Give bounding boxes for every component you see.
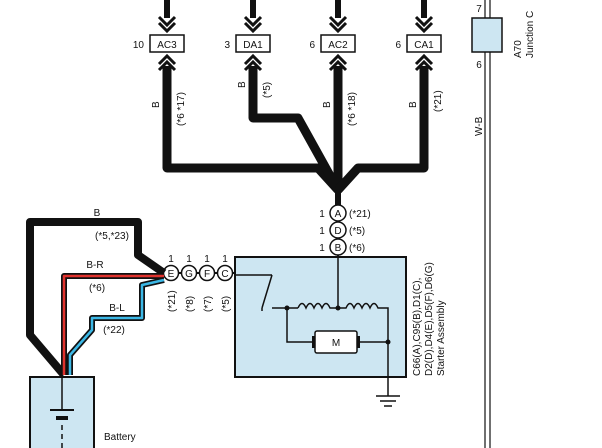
wire-note-label: (*6 *18) xyxy=(347,92,358,126)
connector-ca1: 6 CA1 xyxy=(395,34,442,53)
wire-b-l xyxy=(68,278,165,375)
upper-harness xyxy=(157,0,434,205)
pin-d: D 1 (*5) xyxy=(319,221,365,239)
junction-name: Junction C xyxy=(525,11,536,58)
pin-a: A 1 (*21) xyxy=(319,204,371,222)
svg-text:C: C xyxy=(221,269,228,280)
starter-top-pins: A 1 (*21) D 1 (*5) B 1 (*6) xyxy=(319,204,371,257)
pin-number: 6 xyxy=(395,40,401,51)
wire-color-label: B xyxy=(151,101,162,108)
ground-icon xyxy=(376,395,400,407)
junction-pin-top: 7 xyxy=(476,4,482,15)
connector-da1: 3 DA1 xyxy=(224,34,271,53)
wire-b-r-note: (*6) xyxy=(89,283,105,294)
connector-code: AC2 xyxy=(328,40,348,51)
wire-color-label: B xyxy=(408,101,419,108)
svg-text:(*6): (*6) xyxy=(349,243,365,254)
motor-label: M xyxy=(332,338,340,349)
starter-connectors-line1: C66(A),C95(B),D1(C), xyxy=(412,278,423,376)
svg-text:1: 1 xyxy=(319,243,325,254)
svg-text:1: 1 xyxy=(204,254,210,265)
battery: Battery xyxy=(29,376,136,448)
svg-text:1: 1 xyxy=(168,254,174,265)
svg-text:(*5): (*5) xyxy=(221,296,232,312)
connector-code: CA1 xyxy=(414,40,434,51)
pin-g: G 1 (*8) xyxy=(180,254,198,312)
pin-c: C 1 (*5) xyxy=(216,254,234,312)
svg-text:D: D xyxy=(334,226,341,237)
svg-text:1: 1 xyxy=(319,226,325,237)
battery-cables: B (*5,*23) B-R (*6) B-L (*22) xyxy=(26,208,167,378)
svg-text:(*5): (*5) xyxy=(349,226,365,237)
svg-text:A: A xyxy=(335,209,342,220)
wire-color-label: B xyxy=(237,81,248,88)
pin-number: 10 xyxy=(133,40,145,51)
pin-number: 6 xyxy=(309,40,315,51)
chevron-up-icon xyxy=(157,53,434,72)
junction-connector: 7 6 A70 Junction C W-B xyxy=(471,0,536,448)
svg-text:(*7): (*7) xyxy=(203,296,214,312)
junction-id: A70 xyxy=(513,40,524,58)
pin-number: 3 xyxy=(224,40,230,51)
wire-b-r-label: B-R xyxy=(86,260,103,271)
wire-note-label: (*21) xyxy=(433,90,444,112)
starter-assembly: M C66(A),C95(B),D1(C), D2(D),D4(E),D5(F)… xyxy=(234,256,447,407)
svg-text:1: 1 xyxy=(319,209,325,220)
wire-b-l-label: B-L xyxy=(109,303,125,314)
pin-b: B 1 (*6) xyxy=(319,238,365,256)
starter-connectors-line2: D2(D),D4(E),D5(F),D6(G) xyxy=(424,262,435,376)
pin-e: E 1 (*21) xyxy=(162,254,180,312)
junction-wire-label: W-B xyxy=(474,116,485,136)
wire-b-label: B xyxy=(94,208,101,219)
junction-pin-bottom: 6 xyxy=(476,60,482,71)
svg-text:(*8): (*8) xyxy=(185,296,196,312)
starter-side-pins: E 1 (*21) G 1 (*8) F 1 (*7) C 1 (*5) xyxy=(162,254,236,312)
connector-code: DA1 xyxy=(243,40,263,51)
wire-note-label: (*5) xyxy=(262,82,273,98)
wire-note-label: (*6 *17) xyxy=(176,92,187,126)
svg-text:(*21): (*21) xyxy=(167,290,178,312)
connector-code: AC3 xyxy=(157,40,177,51)
svg-text:1: 1 xyxy=(186,254,192,265)
battery-label: Battery xyxy=(104,432,136,443)
svg-text:1: 1 xyxy=(222,254,228,265)
wire-color-label: B xyxy=(322,101,333,108)
wire-b xyxy=(26,218,167,378)
wire-labels: B (*6 *17) B (*5) B (*6 *18) B (*21) xyxy=(151,81,444,126)
connector-ac3: 10 AC3 xyxy=(133,34,185,53)
wire-b-l-note: (*22) xyxy=(103,325,125,336)
pin-f: F 1 (*7) xyxy=(198,254,216,312)
chevron-down-icon xyxy=(157,15,434,34)
battery-cell-icon xyxy=(50,409,74,448)
svg-text:E: E xyxy=(168,269,175,280)
connector-ac2: 6 AC2 xyxy=(309,34,356,53)
svg-text:B: B xyxy=(335,243,342,254)
wire-b-note: (*5,*23) xyxy=(95,231,129,242)
svg-text:F: F xyxy=(204,269,210,280)
starter-name: Starter Assembly xyxy=(436,300,447,376)
svg-text:G: G xyxy=(185,269,193,280)
svg-text:(*21): (*21) xyxy=(349,209,371,220)
wire-b-r xyxy=(62,274,164,375)
